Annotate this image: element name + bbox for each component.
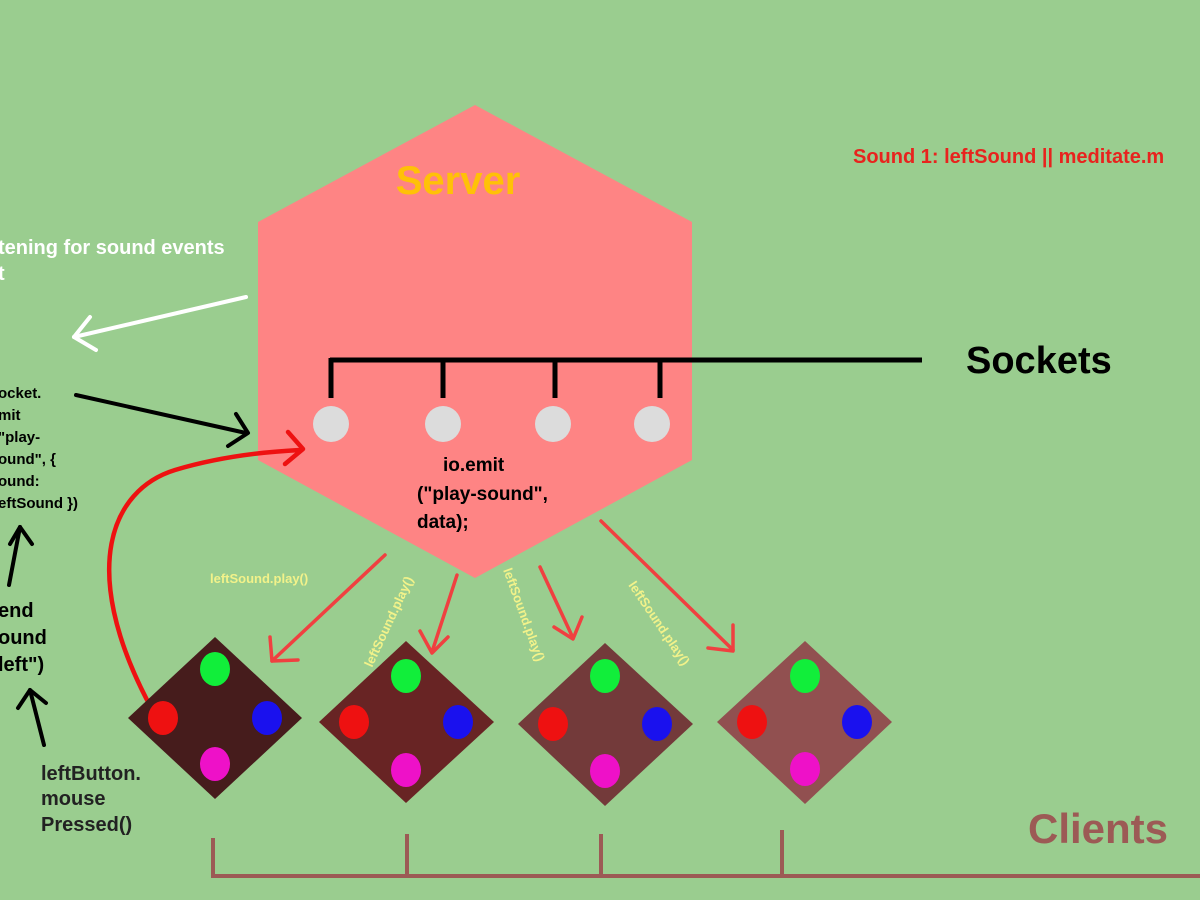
play-labels: leftSound.play() leftSound.play() leftSo… [210,566,693,669]
client-dot-right [842,705,872,739]
client-2 [319,641,494,803]
emit-code: io.emit ("play-sound", data); [417,455,548,533]
socket-emit-code-line: ound", { [0,451,56,468]
client-dot-left [538,707,568,741]
button-to-send-arrow [16,688,48,747]
emit-code-line: ("play-sound", [417,484,548,505]
button-code-line: mouse [41,788,105,810]
emit-to-server-arrow [74,393,250,448]
client-3 [518,643,693,806]
client-dot-bottom [200,747,230,781]
client-diamond [717,641,892,804]
client-dot-right [252,701,282,735]
send-sound-code-line: left") [0,654,44,676]
socket-emit-code-line: eftSound }) [0,495,78,512]
client-dot-top [391,659,421,693]
clients-label: Clients [1028,805,1168,852]
socket-emit-code-line: ound: [0,473,40,490]
client-dot-right [443,705,473,739]
play-label: leftSound.play() [500,566,548,663]
client-dot-left [148,701,178,735]
socket-emit-code-line: mit [0,407,21,424]
socket-emit-code: ocket. mit "play- ound", { ound: eftSoun… [0,385,78,512]
client-diamond [128,637,302,799]
socket-node [634,406,670,442]
button-code-line: Pressed() [41,814,132,836]
clients-bracket [211,830,1200,878]
emit-code-line: io.emit [443,455,505,476]
socket-emit-code-line: ocket. [0,385,41,402]
client-dot-left [339,705,369,739]
sound-label: Sound 1: leftSound || meditate.m [853,146,1164,168]
server-title: Server [396,159,521,203]
button-code-line: leftButton. [41,763,141,785]
socket-node [425,406,461,442]
play-label: leftSound.play() [210,571,308,586]
client-diamond [518,643,693,806]
send-to-emit-arrow [7,525,34,587]
client-dot-right [642,707,672,741]
emit-code-line: data); [417,512,469,533]
socket-node [535,406,571,442]
sockets-bus [328,357,922,398]
socket-node [313,406,349,442]
listening-arrow [72,295,248,352]
client-dot-top [200,652,230,686]
listening-label-line: tening for sound events [0,237,225,259]
client-dot-bottom [391,753,421,787]
client-diamond [319,641,494,803]
client-4 [717,641,892,804]
socket-emit-code-line: "play- [0,429,40,446]
client-dot-left [737,705,767,739]
client-dot-bottom [590,754,620,788]
listening-label-line: t [0,263,5,285]
server-hexagon [258,105,692,578]
client-dot-top [790,659,820,693]
client-1 [128,637,302,799]
left-press-arrow [106,429,306,703]
play-label: leftSound.play() [626,578,693,668]
send-sound-code-line: end [0,600,34,622]
client-dot-bottom [790,752,820,786]
sockets-label: Sockets [966,340,1112,382]
play-arrows [268,519,735,663]
send-sound-code-line: ound [0,627,47,649]
send-sound-code: end ound left") [0,600,47,676]
button-code: leftButton. mouse Pressed() [41,763,141,836]
client-dot-top [590,659,620,693]
